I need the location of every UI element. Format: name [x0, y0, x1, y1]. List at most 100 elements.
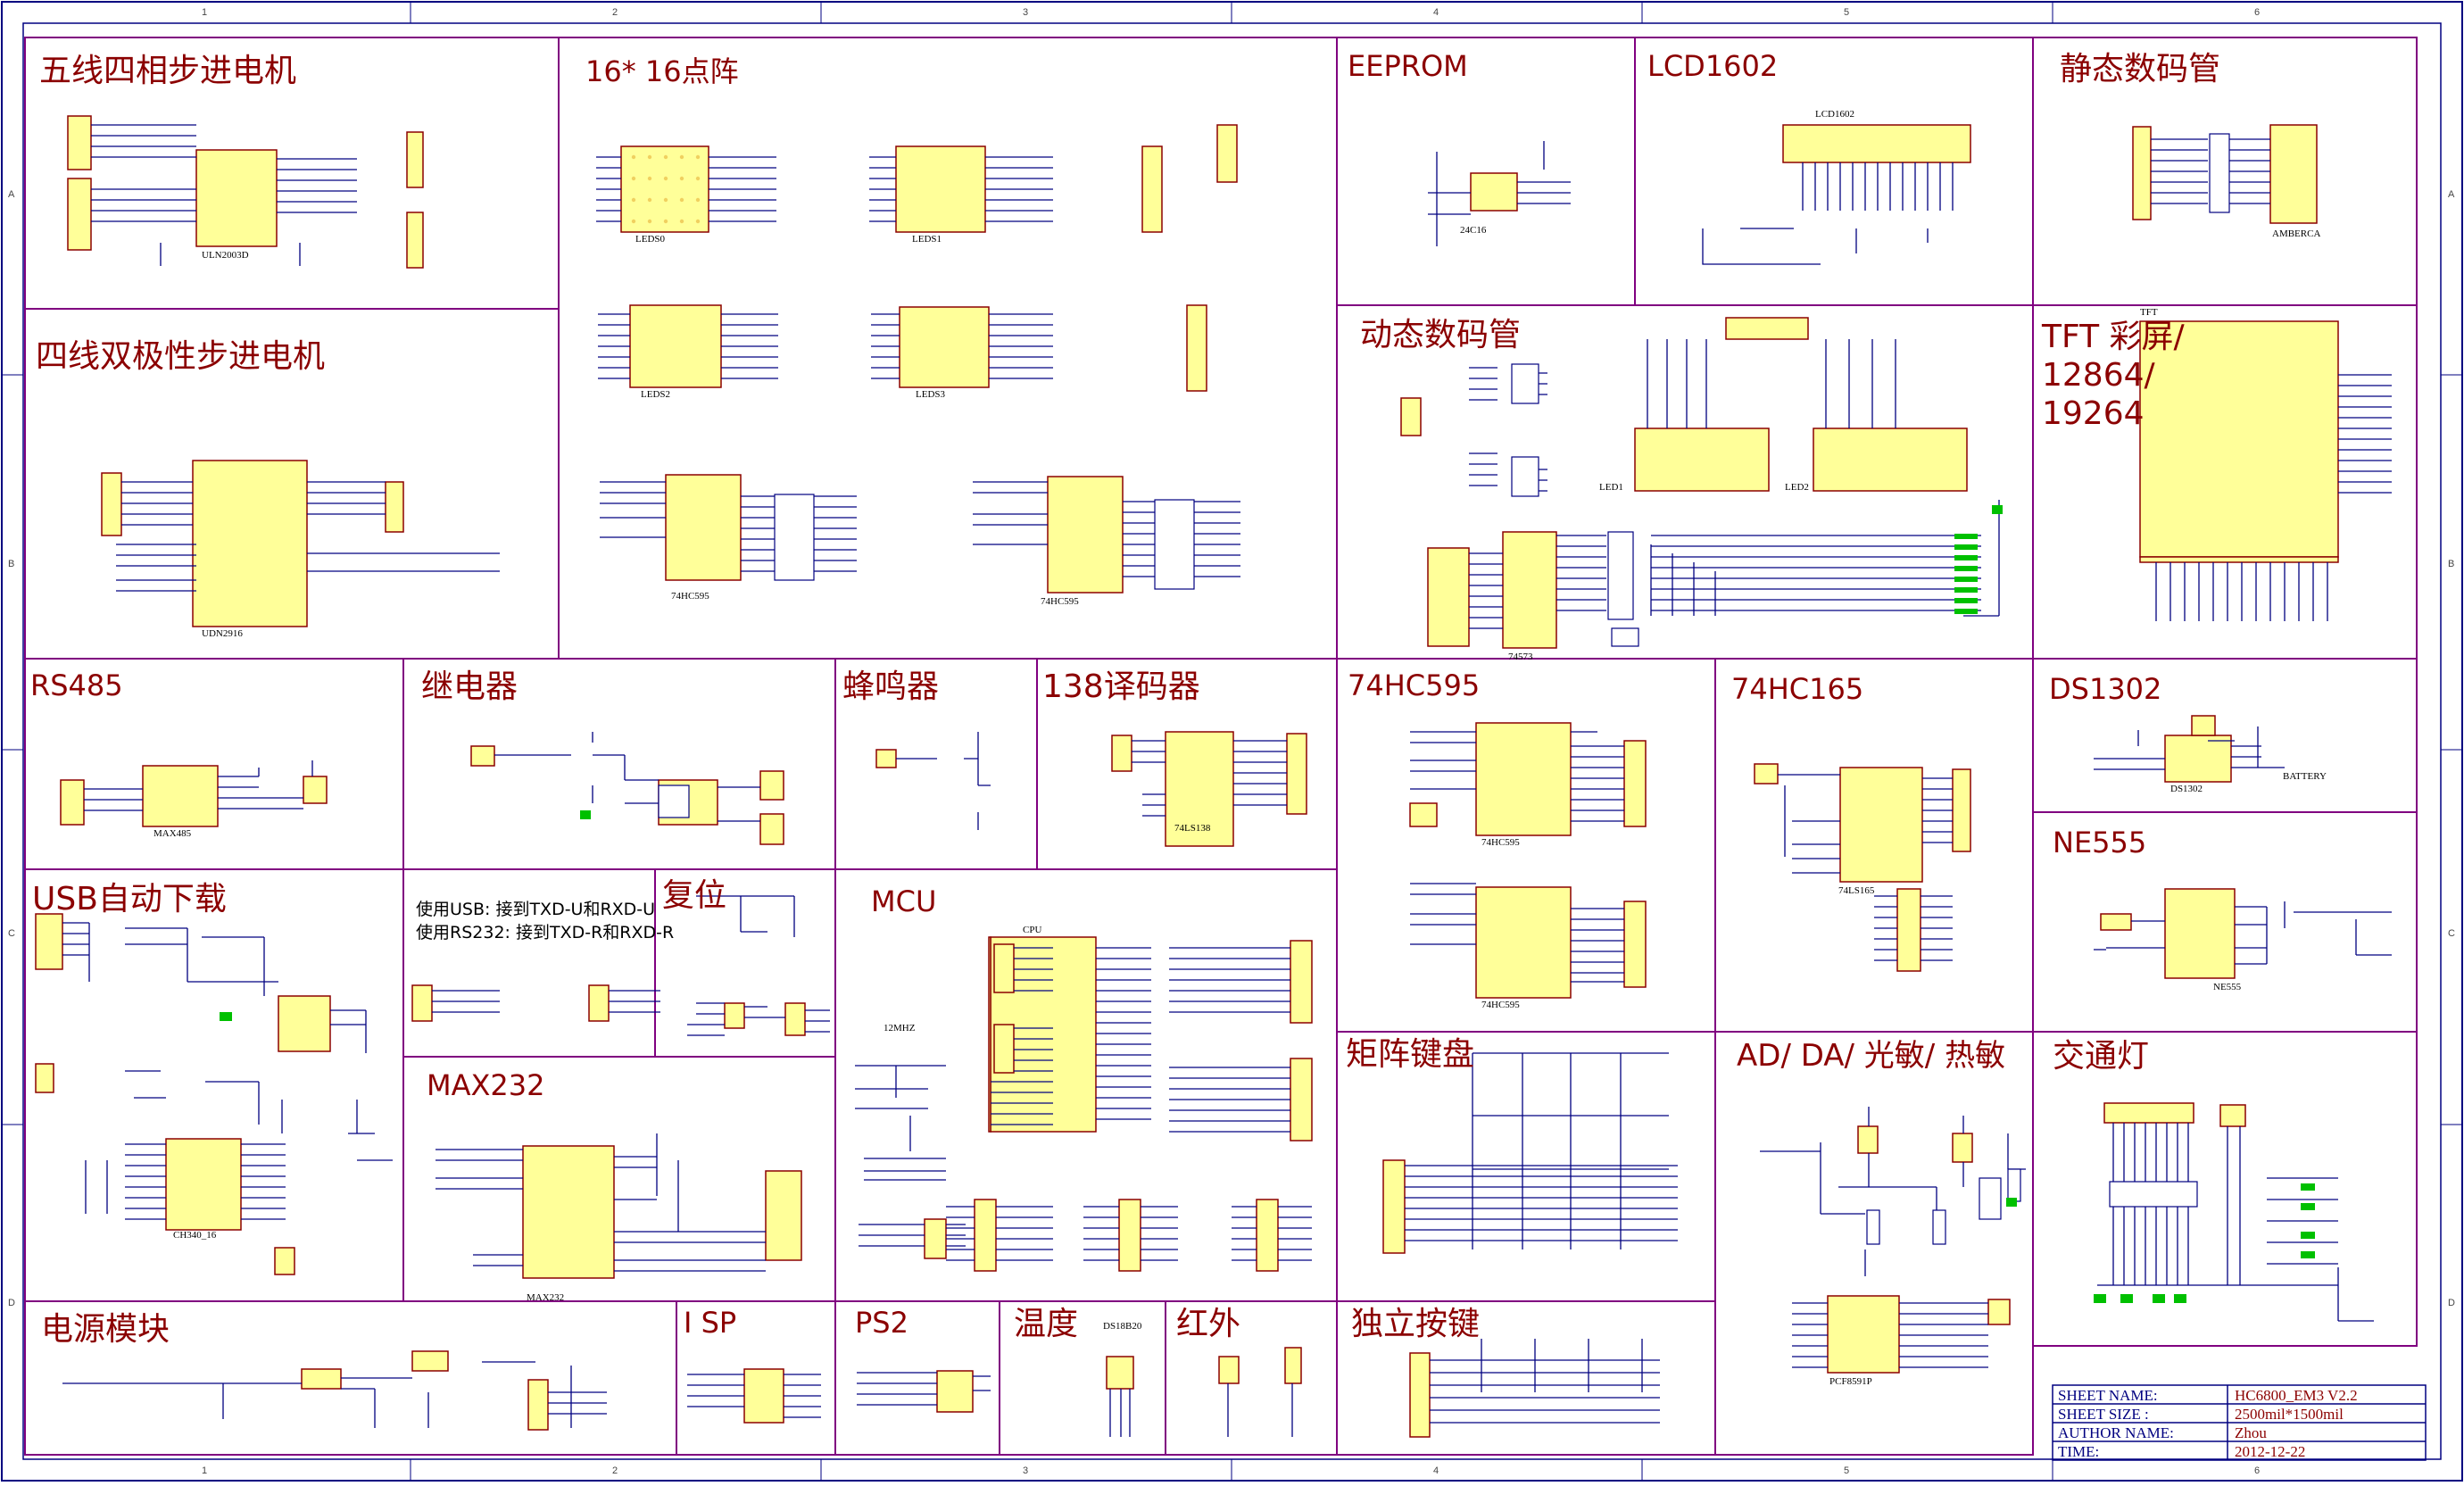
chip-usbf: [274, 1247, 295, 1275]
title-ir: 红外: [1176, 1306, 1241, 1342]
label-leds1: LEDS1: [912, 234, 942, 245]
ruler-row-c-right: C: [2448, 928, 2455, 939]
chip-jp9: [993, 1024, 1015, 1074]
title-mcu: MCU: [871, 884, 937, 918]
chip-jm2: [67, 115, 92, 170]
rp1: [1979, 1177, 2002, 1220]
ruler-col-3: 3: [1023, 7, 1029, 18]
rp10: [2209, 133, 2230, 213]
label-u5: 74HC595: [1481, 1000, 1520, 1010]
title-max232: MAX232: [427, 1068, 545, 1102]
chip-jtxd: [411, 984, 433, 1022]
ruler-row-b-right: B: [2448, 559, 2455, 569]
box-keys: [1336, 1300, 1716, 1456]
chip-jp11: [1290, 1058, 1313, 1141]
title-temp: 温度: [1014, 1306, 1079, 1342]
ruler-col-5-bottom: 5: [1844, 1465, 1850, 1476]
ruler-row-d: D: [8, 1298, 15, 1308]
r15: [1866, 1209, 1880, 1245]
chip-u11: [1165, 731, 1234, 847]
chip-rp5b: [1256, 1199, 1279, 1272]
chip-comm: [765, 1170, 802, 1261]
ruler-col-6-bottom: 6: [2254, 1465, 2261, 1476]
chip-u13: [1502, 531, 1557, 649]
label-u13: 74573: [1508, 652, 1533, 662]
title-isp: I SP: [684, 1306, 737, 1340]
title-ps2: PS2: [855, 1306, 908, 1340]
chip-u17: [1047, 476, 1124, 594]
chip-ds18b20: [1106, 1356, 1134, 1390]
chip-tft-foot: [2139, 556, 2339, 563]
title-hc595: 74HC595: [1348, 668, 1481, 702]
chip-isp: [743, 1368, 784, 1424]
chip-m2: [406, 131, 424, 188]
label-u17: 74HC595: [1041, 596, 1079, 607]
chip-rp2a: [1896, 888, 1921, 972]
chips: [35, 115, 2339, 1438]
label-u8: 74LS165: [1838, 885, 1875, 896]
rp20: [1607, 531, 1634, 620]
label-u10: NE555: [2213, 982, 2242, 992]
chip-u16: [665, 474, 742, 581]
title-keys: 独立按键: [1351, 1306, 1481, 1342]
ruler-col-1-bottom: 1: [202, 1465, 208, 1476]
chip-jm1: [67, 178, 92, 251]
chip-j12: [1427, 547, 1470, 647]
ruler-row-a-right: A: [2448, 189, 2455, 200]
chip-rk1: [278, 995, 331, 1052]
title-ds1302: DS1302: [2049, 672, 2162, 706]
ruler-row-a: A: [8, 189, 15, 200]
label-leds0: LEDS0: [635, 234, 665, 245]
title-dynamic-seg: 动态数码管: [1360, 317, 1522, 353]
chip-jp6: [1952, 768, 1971, 852]
chip-jp165: [1754, 763, 1779, 785]
matrix-leds3: [899, 306, 990, 388]
tb-sheet-size-label: SHEET SIZE :: [2058, 1406, 2149, 1423]
conn-j18: [1186, 304, 1207, 392]
title-ne555: NE555: [2053, 826, 2147, 859]
ruler-col-4: 4: [1433, 7, 1439, 18]
chip-j11: [2100, 913, 2132, 931]
chip-min: [101, 472, 122, 536]
matrix-leds0: [620, 145, 709, 233]
chip-ds1302: [2164, 735, 2232, 783]
chip-j1: [1218, 1356, 1240, 1384]
ruler-col-1: 1: [202, 7, 208, 18]
chip-jp1302: [2191, 715, 2216, 736]
tb-sheet-name-label: SHEET NAME:: [2058, 1387, 2158, 1404]
title-matrix: 16* 16点阵: [585, 54, 739, 88]
chip-j8: [875, 749, 897, 768]
rp24: [774, 494, 815, 581]
section-borders: [24, 37, 2418, 1456]
chip-j595b: [1623, 901, 1647, 988]
chip-lcd: [1782, 124, 1971, 163]
label-lcd: LCD1602: [1815, 109, 1854, 120]
chip-j16: [1725, 317, 1809, 340]
chip-rk2b: [724, 1002, 745, 1029]
chip-j22: [2219, 1104, 2246, 1127]
tb-author: Zhou: [2235, 1424, 2267, 1441]
title-traffic: 交通灯: [2053, 1038, 2150, 1075]
label-u3: CH340_16: [173, 1230, 217, 1241]
chip-jp5: [1409, 1352, 1431, 1438]
label-u9: MAX485: [153, 828, 192, 839]
chip-u10: [2164, 888, 2236, 979]
box-traffic: [2032, 1031, 2418, 1347]
chip-mp: [759, 770, 784, 801]
chip-u7: [1827, 1295, 1900, 1374]
chip-jpwr: [411, 1350, 449, 1372]
chip-rp6: [974, 1199, 997, 1272]
rp23b: [1511, 363, 1539, 404]
chip-jp1: [2103, 1102, 2194, 1124]
chip-rp4b: [1118, 1199, 1141, 1272]
label-u2: MAX232: [527, 1292, 565, 1303]
label-u15: ULN2003D: [202, 250, 249, 261]
chip-lcdpins: [1216, 124, 1238, 183]
label-u14: UDN2916: [202, 628, 243, 639]
note-usb: 使用USB: 接到TXD-U和RXD-U: [416, 900, 656, 919]
rp22: [1511, 456, 1539, 497]
matrix-leds1: [895, 145, 986, 233]
chip-u5: [1475, 886, 1572, 999]
